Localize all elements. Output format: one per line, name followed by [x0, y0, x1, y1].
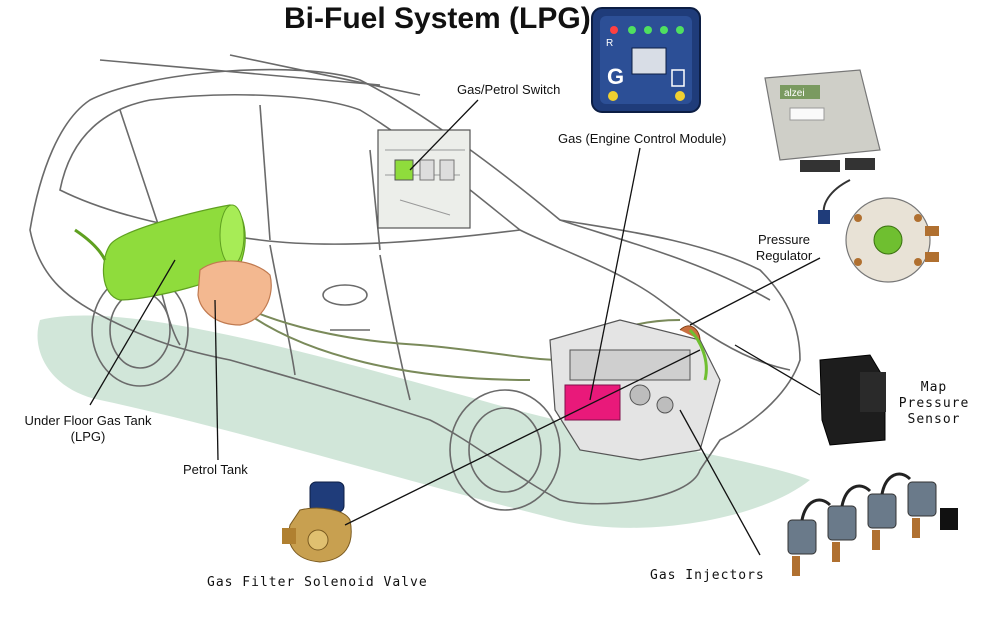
label-map-line3: Sensor [907, 412, 961, 427]
label-under-floor-line1: Under Floor Gas Tank [24, 413, 152, 428]
car-ground-shadow [37, 315, 810, 528]
label-under-floor-line2: (LPG) [70, 429, 106, 444]
leader-lines [89, 99, 821, 556]
gas-petrol-switch-panel: R G [591, 7, 701, 113]
label-pressure-regulator-line1: Pressure [757, 232, 811, 247]
petrol-tank [197, 260, 272, 326]
diagram-title: Bi-Fuel System (LPG) [284, 2, 591, 35]
label-gas-injectors: Gas Injectors [650, 568, 765, 583]
fuel-pump-icon [671, 69, 685, 87]
switch-g-letter: G [607, 64, 624, 89]
pressure-regulator [818, 179, 939, 283]
label-engine-control-module: Gas (Engine Control Module) [558, 131, 727, 146]
gas-filter-solenoid-valve [282, 481, 352, 563]
label-petrol-tank: Petrol Tank [183, 462, 248, 477]
label-gas-petrol-switch: Gas/Petrol Switch [457, 82, 561, 97]
label-under-floor-gas-tank: Under Floor Gas Tank (LPG) [8, 413, 168, 445]
engine-control-module: alzei [764, 69, 881, 172]
dashboard-inset [377, 129, 471, 229]
label-pressure-regulator: Pressure Regulator [748, 232, 820, 264]
gas-injectors [787, 472, 958, 576]
label-pressure-regulator-line2: Regulator [755, 248, 813, 263]
label-gas-filter-solenoid-valve: Gas Filter Solenoid Valve [207, 575, 428, 590]
switch-r-letter: R [606, 38, 613, 49]
engine [549, 319, 721, 461]
map-pressure-sensor [819, 354, 886, 446]
ecm-brand: alzei [784, 88, 805, 99]
label-map-pressure-sensor: Map Pressure Sensor [894, 380, 974, 428]
label-map-line1: Map [920, 380, 948, 395]
label-map-line2: Pressure [898, 396, 970, 411]
